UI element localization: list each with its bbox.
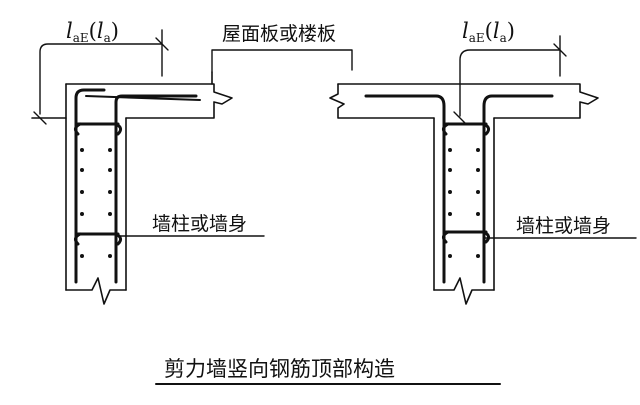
right-wall-outline (433, 117, 495, 291)
right-dimension (453, 35, 567, 125)
drawing-title: 剪力墙竖向钢筋顶部构造 (164, 357, 395, 381)
roof-or-floor-label: 屋面板或楼板 (222, 23, 336, 45)
right-ties (441, 122, 491, 244)
left-bar-dots (80, 148, 112, 258)
left-ties (73, 122, 123, 246)
left-anchorage-label: laE(la) (66, 19, 119, 45)
left-slab-leader (211, 49, 353, 73)
right-vertical-bars (364, 94, 554, 284)
right-wall-column-label: 墙柱或墙身 (516, 215, 611, 237)
left-vertical-bars (74, 88, 201, 284)
right-anchorage-label: laE(la) (462, 19, 515, 45)
left-wall-column-label: 墙柱或墙身 (152, 213, 247, 235)
left-wall-outline (31, 83, 127, 291)
left-wall-break (65, 277, 127, 305)
right-detail (329, 35, 637, 305)
left-dimension (33, 29, 169, 125)
right-wall-break (433, 277, 495, 305)
left-detail (31, 29, 353, 305)
right-bar-dots (448, 148, 480, 258)
right-slab-outline (329, 83, 599, 119)
